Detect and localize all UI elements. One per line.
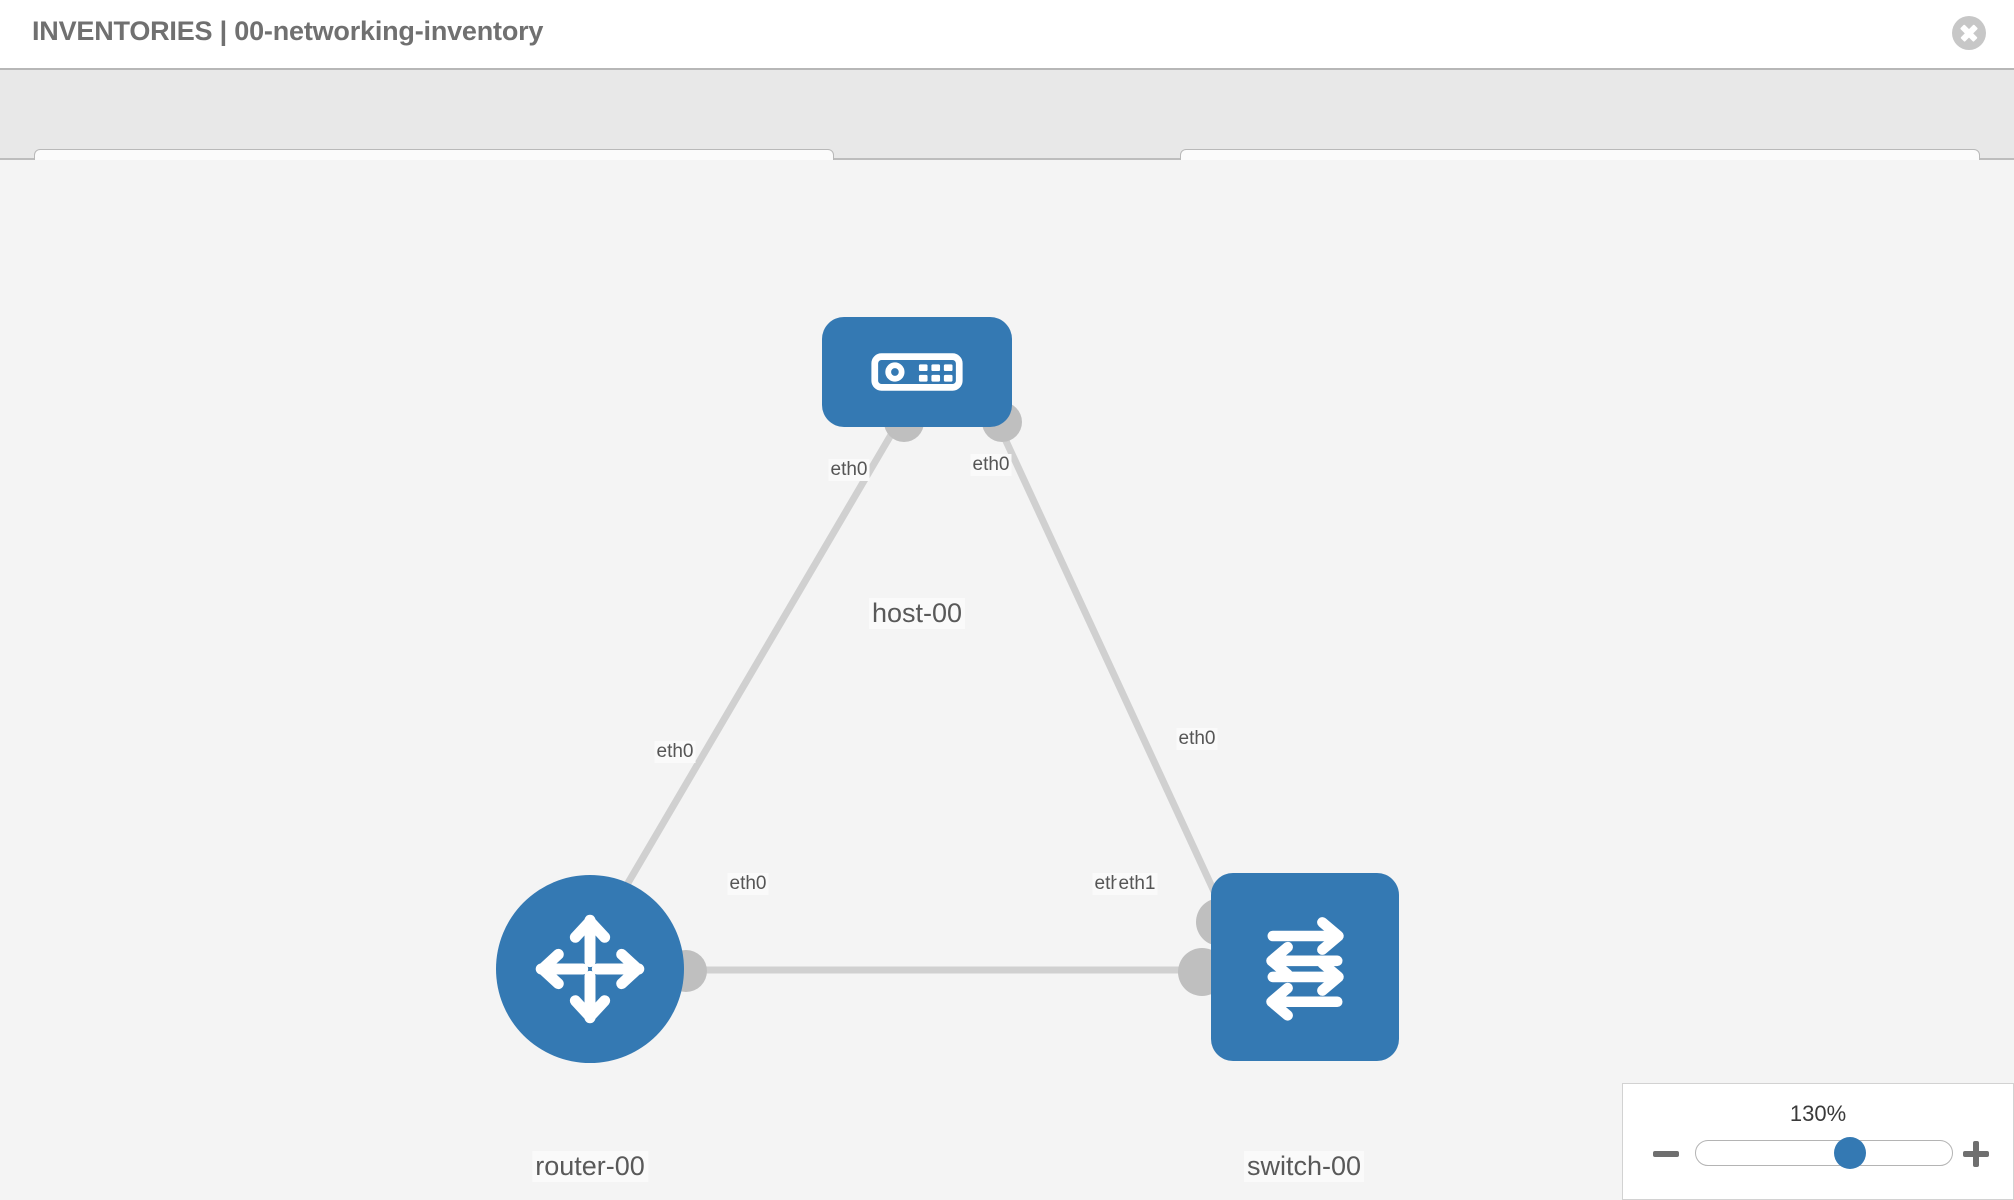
zoom-slider-thumb[interactable]: [1833, 1137, 1866, 1169]
plus-icon-v: [1973, 1141, 1979, 1167]
node-switch-00-label: switch-00: [1243, 1151, 1365, 1182]
switch-icon: [1266, 917, 1344, 1021]
topology-links: [614, 426, 1222, 974]
zoom-slider[interactable]: [1695, 1137, 1953, 1169]
iface-label-router-east: eth0: [727, 873, 769, 895]
node-host-00-shape[interactable]: [822, 317, 1012, 427]
topology-graph: [614, 426, 1222, 974]
topology-canvas[interactable]: host-00 router-00: [0, 160, 2014, 1200]
link-host-router: [614, 426, 899, 902]
close-icon[interactable]: [1952, 16, 1986, 50]
zoom-control-panel: 130%: [1622, 1083, 2014, 1200]
router-icon: [535, 914, 645, 1024]
iface-label-host-right: eth0: [970, 454, 1012, 476]
node-host-00-label: host-00: [868, 598, 966, 629]
iface-label-host-left: eth0: [828, 459, 870, 481]
iface-label-switch-north: eth0: [1176, 728, 1218, 750]
zoom-in-button[interactable]: [1961, 1139, 1991, 1169]
minus-icon: [1653, 1151, 1679, 1157]
iface-label-switch-west-eth1: eth1: [1116, 873, 1158, 895]
zoom-level-value: 130%: [1789, 1101, 1847, 1126]
node-router-00-label: router-00: [532, 1151, 648, 1182]
zoom-out-button[interactable]: [1651, 1139, 1681, 1169]
node-router-00-shape[interactable]: [496, 875, 684, 1063]
server-icon: [871, 353, 963, 391]
node-switch-00-shape[interactable]: [1211, 873, 1399, 1061]
toolbar: ACTIONS SEARCH: [0, 70, 2014, 204]
iface-label-router-north: eth0: [654, 741, 696, 763]
page-title: INVENTORIES | 00-networking-inventory: [32, 16, 544, 46]
page-header: INVENTORIES | 00-networking-inventory: [0, 0, 2014, 70]
link-host-switch: [996, 426, 1222, 902]
